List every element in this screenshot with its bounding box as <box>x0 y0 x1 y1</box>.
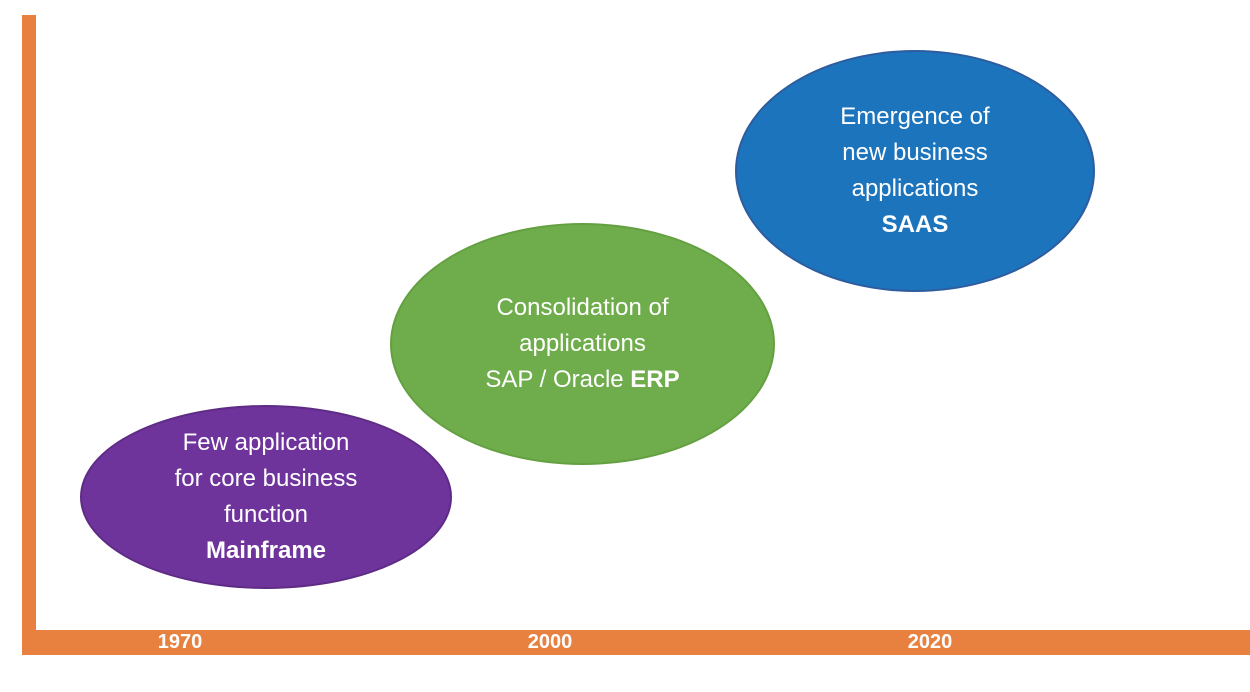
timeline-x-axis-bar: 1970 2000 2020 <box>22 630 1250 655</box>
stage-text-mainframe: Few application for core business functi… <box>175 425 358 569</box>
stage-keyword: Mainframe <box>205 537 327 564</box>
stage-keyword: SAAS <box>881 211 949 238</box>
stage-keyword-line: SAAS <box>840 207 989 243</box>
timeline-year-label-2020: 2020 <box>907 631 953 653</box>
stage-ellipse-mainframe: Few application for core business functi… <box>80 405 452 589</box>
stage-line: Few application <box>182 429 350 456</box>
stage-line: applications <box>519 330 646 357</box>
stage-line: Consolidation of <box>496 294 669 321</box>
stage-text-saas: Emergence of new business applications S… <box>840 99 989 243</box>
stage-keyword: ERP <box>630 366 680 393</box>
stage-keyword-prefix: SAP / Oracle <box>485 366 631 393</box>
stage-ellipse-saas: Emergence of new business applications S… <box>735 50 1095 292</box>
stage-line: function <box>223 501 309 528</box>
timeline-year-label-2000: 2000 <box>527 631 573 653</box>
timeline-year-label-1970: 1970 <box>157 631 203 653</box>
stage-keyword-line: SAP / Oracle ERP <box>485 362 679 398</box>
timeline-y-axis-bar <box>22 15 36 655</box>
stage-line: Emergence of <box>840 103 990 130</box>
stage-ellipse-erp: Consolidation of applications SAP / Orac… <box>390 223 775 465</box>
stage-text-erp: Consolidation of applications SAP / Orac… <box>485 290 679 398</box>
stage-line: applications <box>851 175 979 202</box>
stage-line: for core business <box>174 465 358 492</box>
stage-line: new business <box>842 139 988 166</box>
stage-keyword-line: Mainframe <box>175 533 358 569</box>
